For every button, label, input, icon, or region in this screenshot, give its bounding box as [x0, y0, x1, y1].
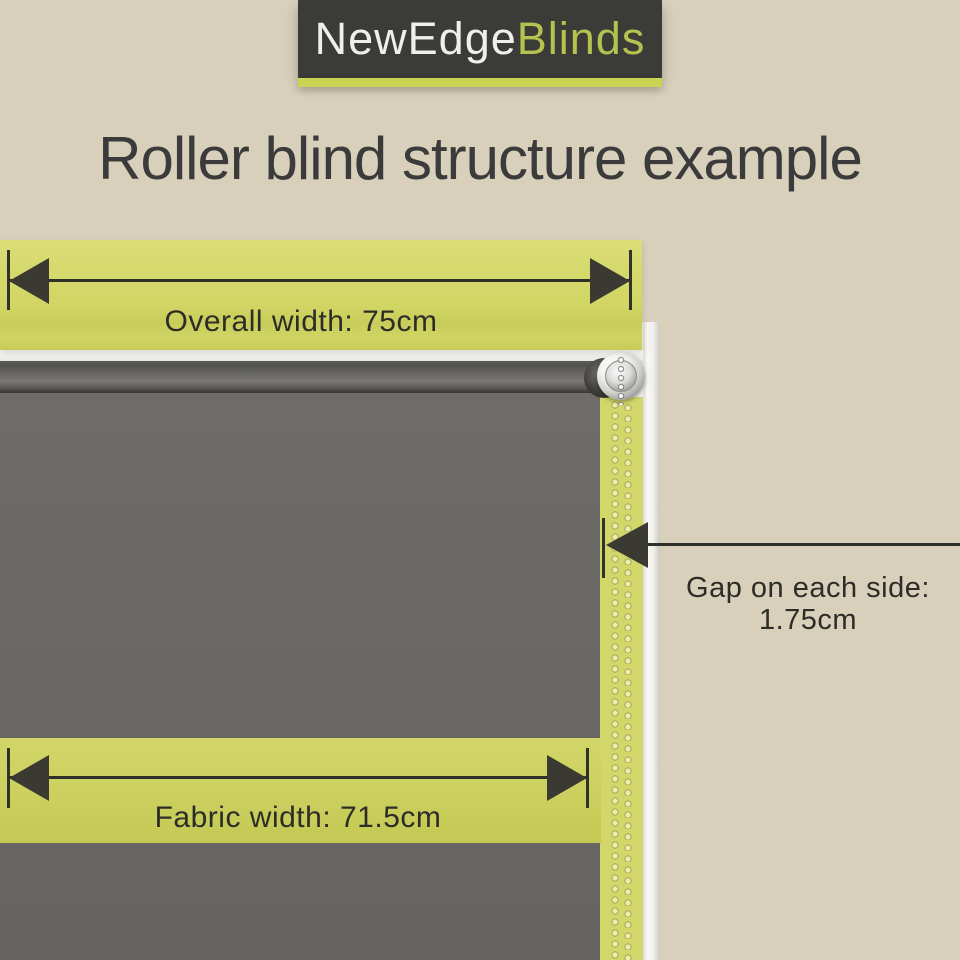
roller-tube: [0, 361, 612, 394]
brand-name-accent: Blinds: [516, 13, 646, 64]
window-frame-headrail: [0, 350, 643, 363]
dimension-tick-left: [7, 748, 10, 808]
blind-fabric: [0, 393, 601, 960]
gap-arrow-line: [647, 543, 960, 546]
overall-width-arrow-line: [9, 279, 631, 282]
page-title: Roller blind structure example: [98, 125, 863, 192]
side-gap-label-line1: Gap on each side:: [686, 572, 930, 604]
gap-dimension-tick: [602, 518, 605, 578]
gap-arrowhead-left-icon: [606, 522, 648, 568]
logo-accent-bar: [298, 78, 662, 87]
fabric-width-band: Fabric width: 71.5cm: [0, 738, 601, 843]
overall-width-band: Overall width: 75cm: [0, 240, 642, 350]
overall-width-label: Overall width: 75cm: [164, 305, 438, 338]
side-gap-label: Gap on each side: 1.75cm: [657, 572, 959, 636]
brand-logo: NewEdgeBlinds: [298, 0, 662, 78]
brand-name-primary: NewEdge: [314, 13, 517, 64]
overall-width-arrowhead-right-icon: [590, 258, 630, 304]
fabric-width-arrowhead-right-icon: [547, 755, 587, 801]
overall-width-arrowhead-left-icon: [9, 258, 49, 304]
fabric-width-arrow-line: [9, 776, 588, 779]
fabric-width-label: Fabric width: 71.5cm: [154, 801, 442, 834]
dimension-tick-left: [7, 250, 10, 310]
side-gap-label-line2: 1.75cm: [758, 604, 858, 636]
window-frame-right: [643, 322, 660, 960]
bead-chain-icon: [608, 400, 636, 960]
brand-logo-text: NewEdgeBlinds: [315, 13, 646, 65]
chain-over-sprocket-icon: [615, 355, 627, 405]
fabric-width-arrowhead-left-icon: [9, 755, 49, 801]
